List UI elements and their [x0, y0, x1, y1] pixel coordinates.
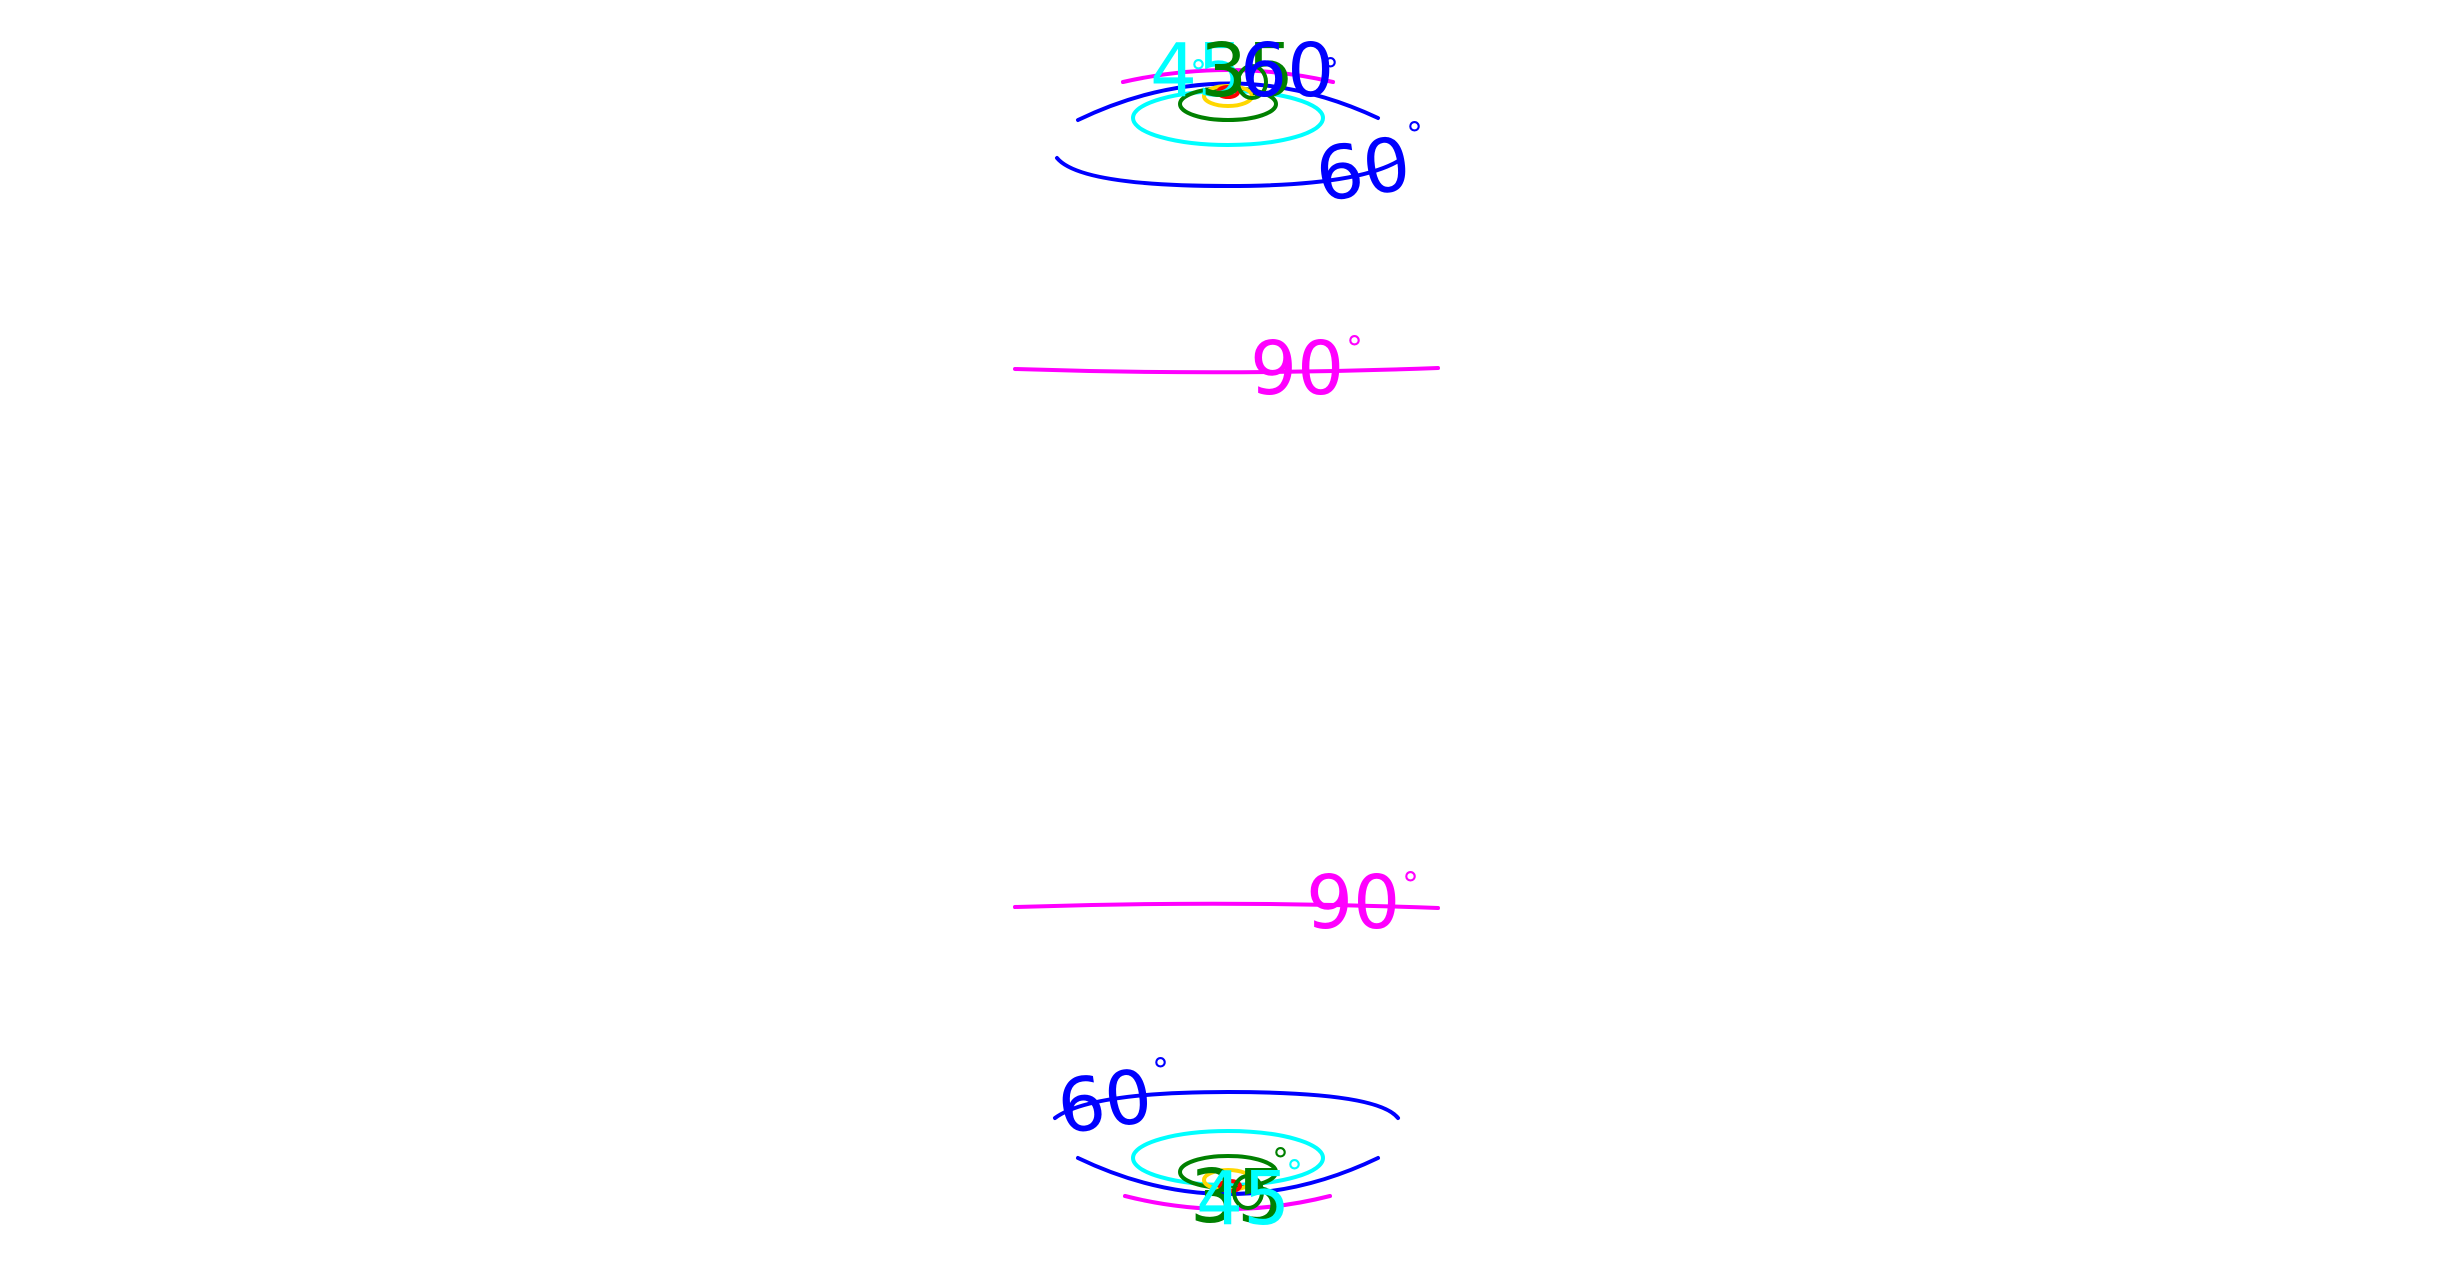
- label-60-top-small: 60: [1240, 28, 1334, 114]
- contour-60-bottom-outer-arc: [1053, 1089, 1400, 1120]
- contour-90-bottom-arc: [1123, 1194, 1332, 1211]
- label-90-upper-degree: °: [1346, 329, 1363, 369]
- contour-60-bottom-inner-arc: [1076, 1156, 1380, 1196]
- contour-60-top-inner-arc: [1076, 81, 1380, 122]
- label-90-lower-degree: °: [1402, 865, 1419, 905]
- label-35-bottom: 35: [1190, 1154, 1284, 1240]
- label-60-top: 60: [1311, 121, 1416, 219]
- bottom-contour-cluster: 60 ° 35 ° 45 °: [1052, 1051, 1400, 1242]
- label-60-top-small-degree: °: [1322, 51, 1339, 91]
- contour-15-bottom-ellipse: [1218, 1179, 1242, 1193]
- lower-90-contour: 90 °: [1013, 860, 1440, 946]
- label-60-bottom-degree: °: [1152, 1051, 1169, 1091]
- contour-90-lower-line: [1013, 901, 1440, 910]
- contour-35-top-loop: [1236, 64, 1268, 100]
- contour-90-top-arc: [1121, 68, 1335, 84]
- contour-15-top-ellipse: [1216, 85, 1240, 99]
- label-90-lower: 90: [1306, 860, 1400, 946]
- label-60-top-degree: °: [1406, 115, 1423, 155]
- contour-35-bottom-loop: [1232, 1174, 1264, 1210]
- contour-60-top-outer-arc: [1055, 156, 1402, 189]
- label-45-top-degree: °: [1190, 53, 1207, 93]
- label-35-bottom-degree: °: [1272, 1141, 1289, 1181]
- contour-90-upper-line: [1013, 366, 1440, 375]
- label-45-bottom-degree: °: [1286, 1153, 1303, 1193]
- label-35-top: 35: [1200, 28, 1294, 114]
- label-60-bottom: 60: [1052, 1053, 1157, 1151]
- label-45-top: 45: [1150, 28, 1244, 114]
- upper-90-contour: 90 °: [1013, 326, 1440, 412]
- contour-45-bottom-ellipse: [1131, 1129, 1325, 1187]
- contour-45-top-ellipse: [1131, 89, 1325, 147]
- label-45-bottom: 45: [1196, 1156, 1290, 1242]
- top-contour-cluster: 45 ° 35 60 ° 60 °: [1055, 28, 1423, 219]
- label-90-upper: 90: [1250, 326, 1344, 412]
